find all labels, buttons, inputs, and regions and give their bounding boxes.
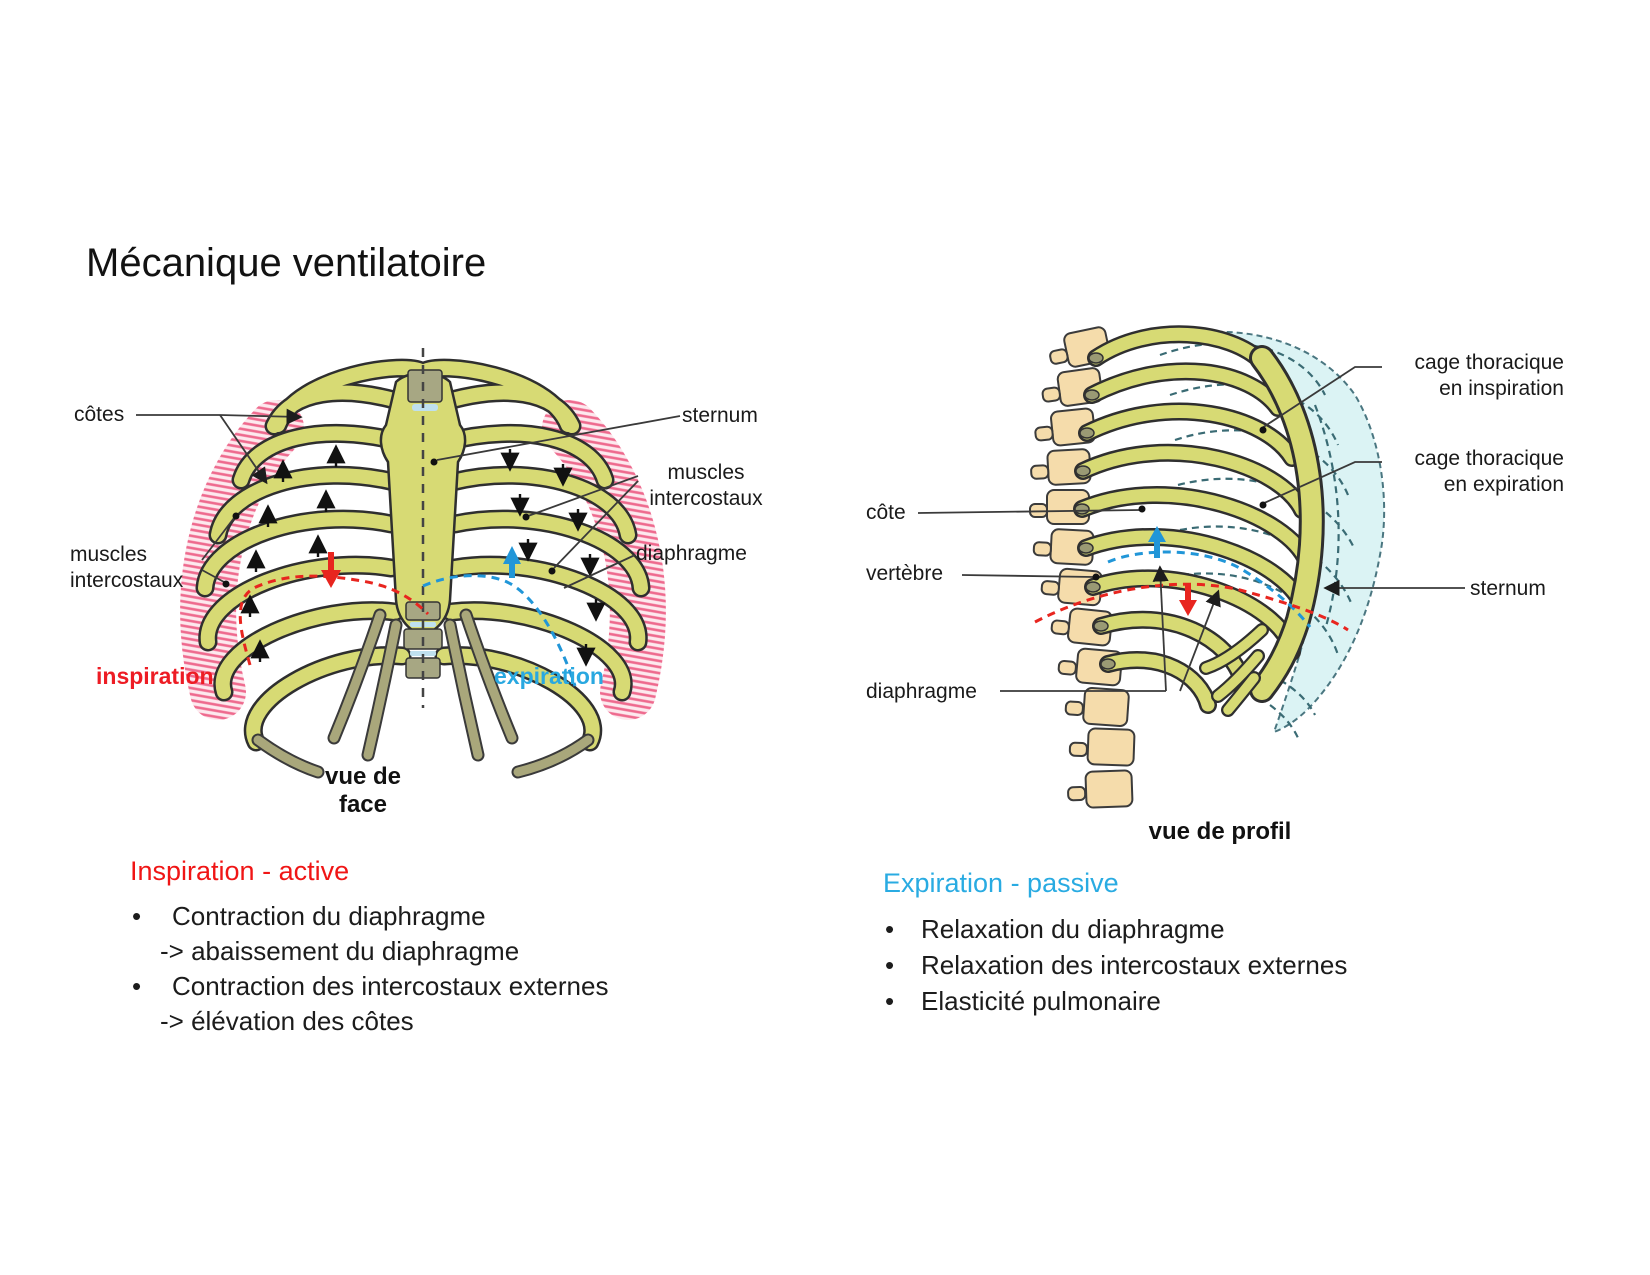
- label-muscles-intercostaux-right: muscles intercostaux: [649, 461, 763, 510]
- vertebra-block-top: [407, 369, 443, 403]
- list-item-text: Elasticité pulmonaire: [921, 986, 1161, 1016]
- front-view-figure: côtes muscles intercostaux sternum muscl…: [60, 330, 850, 818]
- label-diaphragme-front: diaphragme: [636, 542, 747, 565]
- list-item: • Relaxation du diaphragme: [883, 911, 1347, 947]
- list-item: • Contraction du diaphragme: [130, 899, 608, 934]
- profile-view-leaders: [917, 366, 1465, 692]
- vertebral-column: [1029, 326, 1136, 809]
- inspiration-heading: Inspiration - active: [130, 856, 350, 886]
- label-muscles-intercostaux-left: muscles intercostaux: [70, 543, 184, 592]
- list-item-text: Relaxation des intercostaux externes: [921, 950, 1348, 980]
- profile-view-figure: cage thoracique en inspiration cage thor…: [810, 300, 1650, 860]
- label-cage-inspiration: cage thoracique en inspiration: [1414, 351, 1564, 400]
- front-view-art: [136, 348, 681, 779]
- bullet-icon: •: [132, 971, 142, 1001]
- label-cotes: côtes: [74, 403, 125, 426]
- list-item-sub: -> élévation des côtes: [160, 1006, 414, 1036]
- diaphragm-inspiration-curve-profile: [1034, 582, 1349, 632]
- list-item-text: Relaxation du diaphragme: [921, 914, 1225, 944]
- expiration-text-block: Expiration - passive • Relaxation du dia…: [883, 868, 1347, 1019]
- diaphragm-inspiration-curve: [238, 574, 430, 666]
- label-sternum-profile: sternum: [1470, 577, 1546, 600]
- red-down-arrow-icon: [321, 552, 341, 588]
- muscle-arrows: [240, 444, 606, 667]
- costal-cartilage: [253, 610, 593, 777]
- label-diaphragme-profile: diaphragme: [866, 680, 977, 703]
- label-cage-expiration: cage thoracique en expiration: [1414, 447, 1564, 496]
- front-view-leaders: [136, 408, 681, 589]
- label-cote: côte: [866, 501, 906, 524]
- rib-cage-front: [180, 348, 666, 779]
- label-expiration: expiration: [494, 663, 604, 689]
- label-sternum-front: sternum: [682, 404, 758, 427]
- costal-arch: [1201, 625, 1267, 715]
- bullet-icon: •: [132, 901, 142, 931]
- expiration-heading: Expiration - passive: [883, 868, 1119, 898]
- list-item: • Elasticité pulmonaire: [883, 983, 1347, 1019]
- blue-up-arrow-icon: [503, 546, 521, 578]
- list-item-sub: -> abaissement du diaphragme: [160, 936, 520, 966]
- list-item-text: Contraction des intercostaux externes: [172, 971, 609, 1001]
- profile-ribs: [1075, 327, 1314, 712]
- bullet-icon: •: [885, 914, 895, 944]
- rib-heads: [1074, 352, 1116, 670]
- label-inspiration: inspiration: [96, 663, 214, 689]
- profile-view-art: [917, 325, 1465, 809]
- bullet-icon: •: [885, 950, 895, 980]
- profile-view-caption: vue de profil: [1148, 818, 1292, 845]
- label-vertebre: vertèbre: [866, 562, 944, 585]
- diaphragm-expiration-curve: [422, 574, 577, 687]
- blue-up-arrow-icon-profile: [1148, 526, 1166, 558]
- list-item: • Relaxation des intercostaux externes: [883, 947, 1347, 983]
- bullet-icon: •: [885, 986, 895, 1016]
- list-item-text: Contraction du diaphragme: [172, 901, 486, 931]
- inspiration-text-block: Inspiration - active • Contraction du di…: [130, 856, 608, 1039]
- red-down-arrow-icon-profile: [1179, 584, 1197, 616]
- diaphragm-expiration-curve-profile: [1107, 550, 1312, 628]
- front-view-caption: vue de face: [324, 763, 402, 818]
- page-title: Mécanique ventilatoire: [86, 241, 487, 285]
- profile-sternum: [1252, 348, 1322, 700]
- list-item: • Contraction des intercostaux externes: [130, 969, 608, 1004]
